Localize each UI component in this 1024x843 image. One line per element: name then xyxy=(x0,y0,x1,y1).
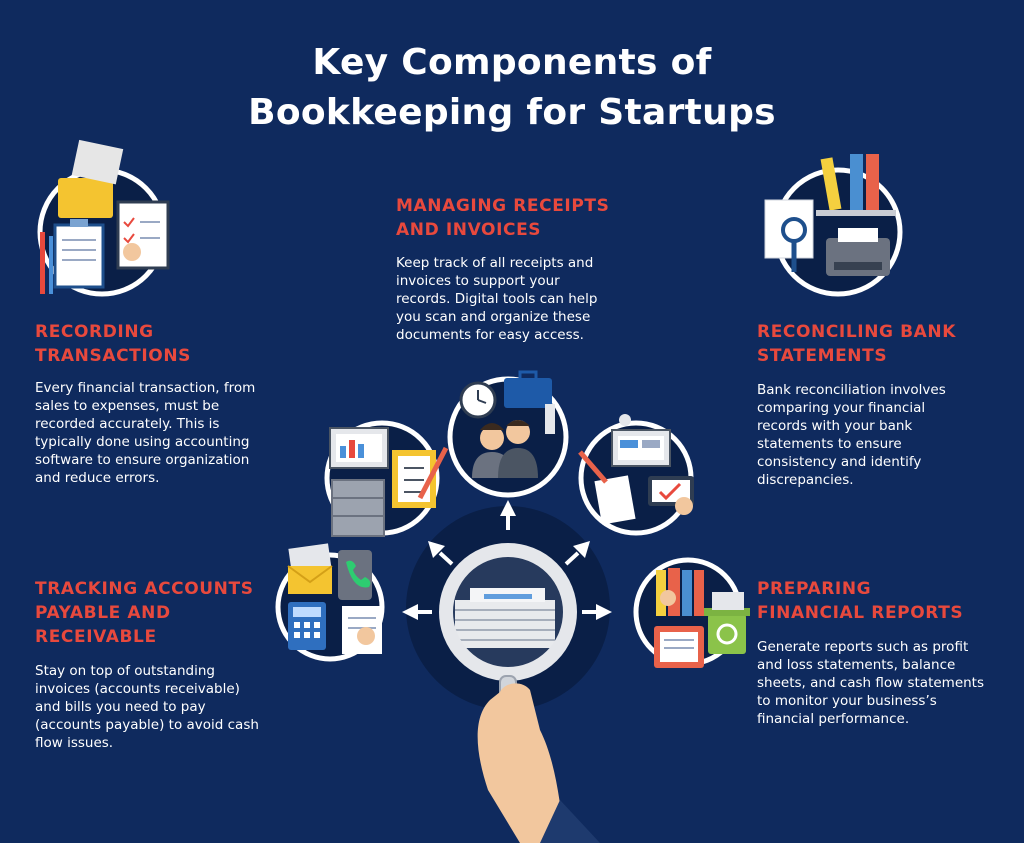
recording-heading-line-1: RECORDING xyxy=(35,322,154,342)
receipts-heading-line-2: AND INVOICES xyxy=(396,220,542,240)
title-line-2: Bookkeeping for Startups xyxy=(248,92,776,133)
tracking-heading-line-1: TRACKING ACCOUNTS xyxy=(35,579,254,599)
reports-recycle-icon xyxy=(633,557,750,668)
page-title: Key Components of Bookkeeping for Startu… xyxy=(0,38,1024,138)
reports-body: Generate reports such as profit and loss… xyxy=(757,639,985,727)
reconciling-body: Bank reconciliation involves comparing y… xyxy=(757,382,946,488)
tracking-heading-line-2: PAYABLE AND xyxy=(35,603,171,623)
reconciling-heading-line-1: RECONCILING BANK xyxy=(757,322,957,342)
receipts-heading-line-1: MANAGING RECEIPTS xyxy=(396,196,610,216)
tracking-body: Stay on top of outstanding invoices (acc… xyxy=(35,663,259,751)
reconciling-heading-line-2: STATEMENTS xyxy=(757,346,888,366)
receipts-body: Keep track of all receipts and invoices … xyxy=(396,255,598,343)
folder-clipboard-icon xyxy=(37,139,170,297)
hand-magnifier-icon xyxy=(402,500,612,843)
tracking-heading-line-3: RECEIVABLE xyxy=(35,627,157,647)
receipts-heading: MANAGING RECEIPTS AND INVOICES xyxy=(396,194,609,242)
tracking-heading: TRACKING ACCOUNTS PAYABLE AND RECEIVABLE xyxy=(35,577,254,649)
title-line-1: Key Components of xyxy=(312,42,712,83)
binders-printer-icon xyxy=(764,154,903,297)
reports-heading: PREPARING FINANCIAL REPORTS xyxy=(757,577,963,625)
reconciling-heading: RECONCILING BANK STATEMENTS xyxy=(757,320,956,368)
recording-heading-line-2: TRANSACTIONS xyxy=(35,346,191,366)
recording-heading: RECORDING TRANSACTIONS xyxy=(35,320,191,368)
computer-checklist-icon xyxy=(324,420,449,537)
recording-body: Every financial transaction, from sales … xyxy=(35,380,256,486)
reports-heading-line-1: PREPARING xyxy=(757,579,872,599)
office-team-icon xyxy=(447,370,569,498)
tablet-documents-icon xyxy=(578,414,694,536)
mail-phone-calculator-icon xyxy=(275,543,385,662)
reports-heading-line-2: FINANCIAL REPORTS xyxy=(757,603,964,623)
